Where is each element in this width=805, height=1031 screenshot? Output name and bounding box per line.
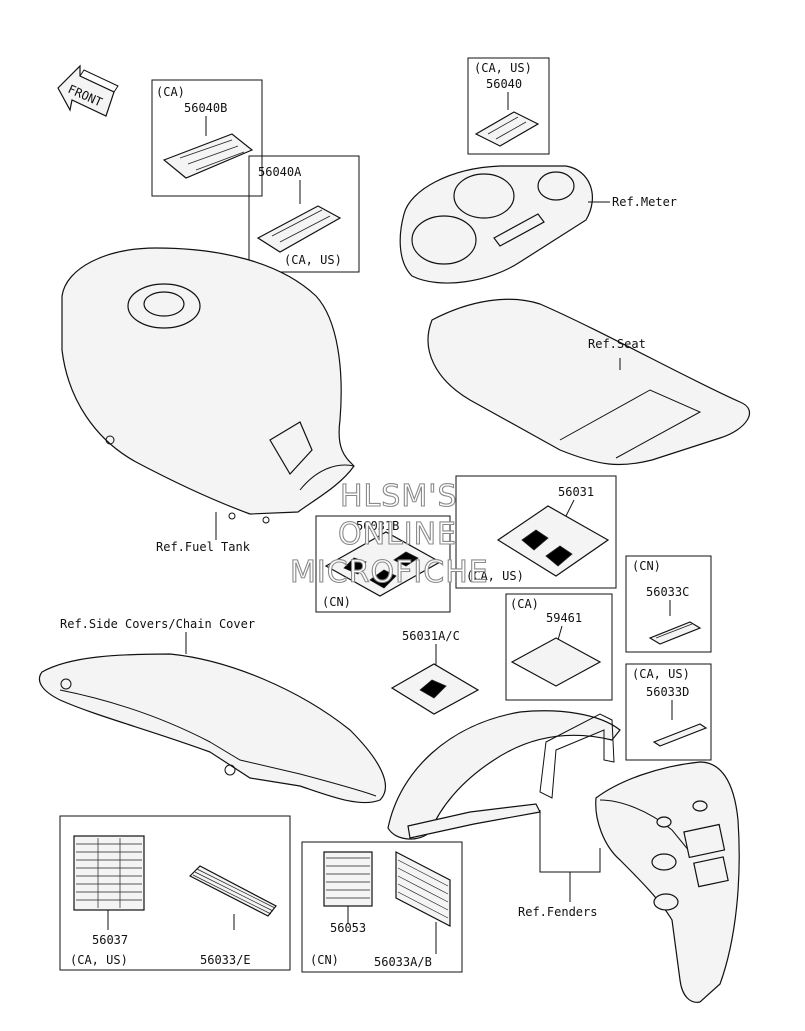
box-56031b-part: 56031B: [356, 519, 399, 533]
box-56037-part2: 56033/E: [200, 953, 251, 967]
box-56033c-part: 56033C: [646, 585, 689, 599]
watermark: HLSM'S ONLINE MICROFICHE: [289, 478, 489, 590]
ref-fenders-leader: Ref.Fenders: [518, 810, 601, 919]
label-box-56033c: (CN) 56033C: [625, 555, 712, 653]
label-box-56040a: 56040A (CA, US): [248, 155, 360, 273]
box-56031b-region: (CN): [322, 595, 351, 609]
box-59461-part: 59461: [546, 611, 582, 625]
label-box-56037: 56037 (CA, US) 56033/E: [59, 815, 291, 971]
ref-seat-label: Ref.Seat: [588, 337, 646, 351]
box-56040-part: 56040: [486, 77, 522, 91]
label-box-59461: (CA) 59461: [505, 593, 613, 701]
front-arrow: FRONT: [57, 64, 119, 117]
ref-meter-label: Ref.Meter: [612, 195, 677, 209]
fuel-tank: Ref.Fuel Tank: [61, 247, 355, 554]
label-box-56040b: (CA) 56040B: [151, 79, 263, 197]
box-56031-region: (CA, US): [466, 569, 524, 583]
box-56053-part2: 56033A/B: [374, 955, 432, 969]
meter-assembly: Ref.Meter: [399, 165, 677, 284]
box-56053-region: (CN): [310, 953, 339, 967]
label-box-56033d: (CA, US) 56033D: [625, 663, 712, 761]
box-56040a-region: (CA, US): [284, 253, 342, 267]
watermark-line3: MICROFICHE: [290, 555, 489, 590]
box-56040-region: (CA, US): [474, 61, 532, 75]
box-56037-region: (CA, US): [70, 953, 128, 967]
box-56037-part1: 56037: [92, 933, 128, 947]
ref-fenders-label: Ref.Fenders: [518, 905, 597, 919]
side-cover: Ref.Side Covers/Chain Cover: [38, 617, 386, 804]
box-56053-part1: 56053: [330, 921, 366, 935]
tail-fender: [595, 761, 740, 1003]
box-59461-region: (CA): [510, 597, 539, 611]
box-56033d-part: 56033D: [646, 685, 689, 699]
box-56040b-part: 56040B: [184, 101, 227, 115]
ref-side-covers-label: Ref.Side Covers/Chain Cover: [60, 617, 255, 631]
box-56033c-region: (CN): [632, 559, 661, 573]
label-box-56053: 56053 (CN) 56033A/B: [301, 841, 463, 973]
box-56031-part: 56031: [558, 485, 594, 499]
box-56040b-region: (CA): [156, 85, 185, 99]
ref-fuel-tank-label: Ref.Fuel Tank: [156, 540, 251, 554]
box-56033d-region: (CA, US): [632, 667, 690, 681]
part-56031ac: 56031A/C: [390, 629, 480, 715]
seat: Ref.Seat: [427, 298, 751, 466]
watermark-line2: ONLINE: [338, 517, 457, 552]
watermark-line1: HLSM'S: [340, 479, 458, 514]
rear-fender: [387, 710, 621, 840]
label-box-56031b: 56031B (CN): [315, 515, 451, 613]
part-56031ac-label: 56031A/C: [402, 629, 460, 643]
box-56040a-part: 56040A: [258, 165, 302, 179]
label-box-56031: 56031 (CA, US): [455, 475, 617, 589]
label-box-56040: (CA, US) 56040: [467, 57, 550, 155]
